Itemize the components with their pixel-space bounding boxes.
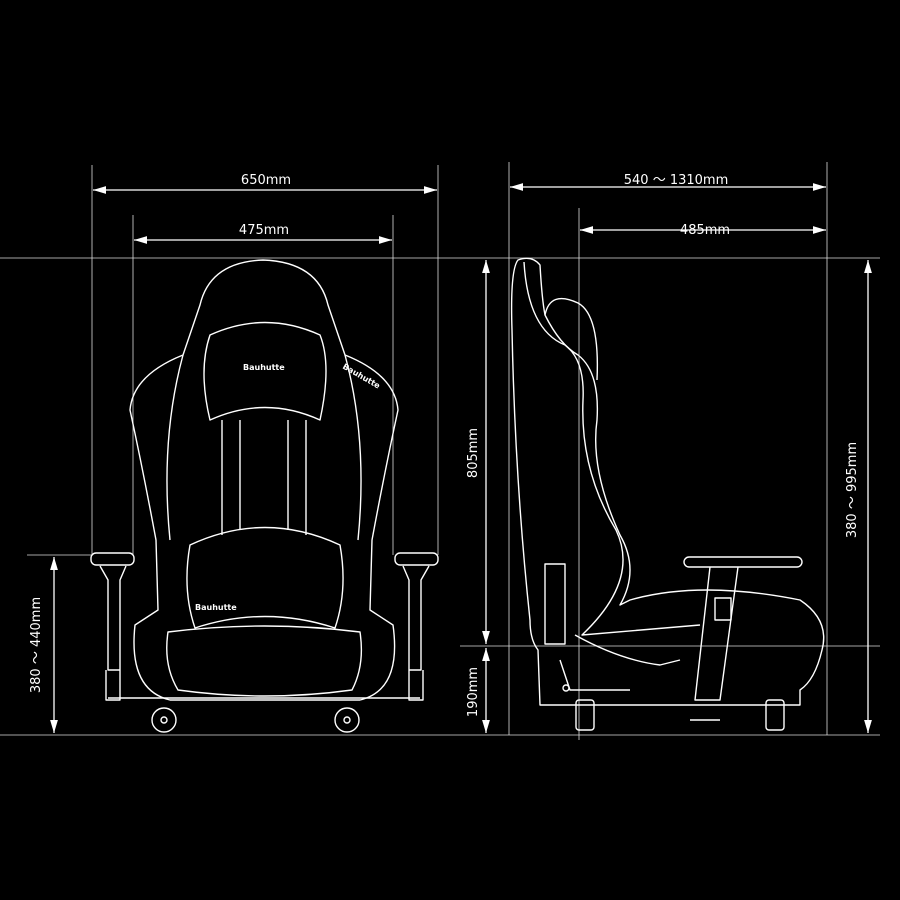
chair-side-view: [510, 257, 825, 731]
overall-depth-label: 540 ～ 1310mm: [624, 173, 729, 188]
seat-cushion: [166, 625, 363, 697]
left-armrest: [90, 552, 135, 566]
reference-lines: [0, 162, 880, 740]
lumbar-logo: Bauhutte: [195, 603, 237, 612]
backrest-height-label: 805mm: [466, 428, 481, 478]
headrest-logo: Bauhutte: [243, 363, 285, 372]
side-logo: Bauhutte: [341, 362, 382, 391]
side-armrest: [683, 556, 803, 568]
total-height-label: 380 ～ 995mm: [845, 442, 860, 538]
armrest-height-label: 380 ～ 440mm: [29, 597, 44, 693]
seat-width-label: 475mm: [239, 223, 289, 238]
right-armrest: [394, 552, 439, 566]
dimension-arrows: [50, 183, 872, 733]
lumbar-pillow: [186, 526, 344, 629]
recline-lever: [544, 563, 566, 645]
headrest-pillow: [203, 321, 327, 421]
seat-base-height-label: 190mm: [466, 667, 481, 717]
seat-depth-label: 485mm: [680, 223, 730, 238]
chair-front-view: Bauhutte Bauhutte Bauhutte: [90, 259, 439, 733]
overall-width-label: 650mm: [241, 173, 291, 188]
